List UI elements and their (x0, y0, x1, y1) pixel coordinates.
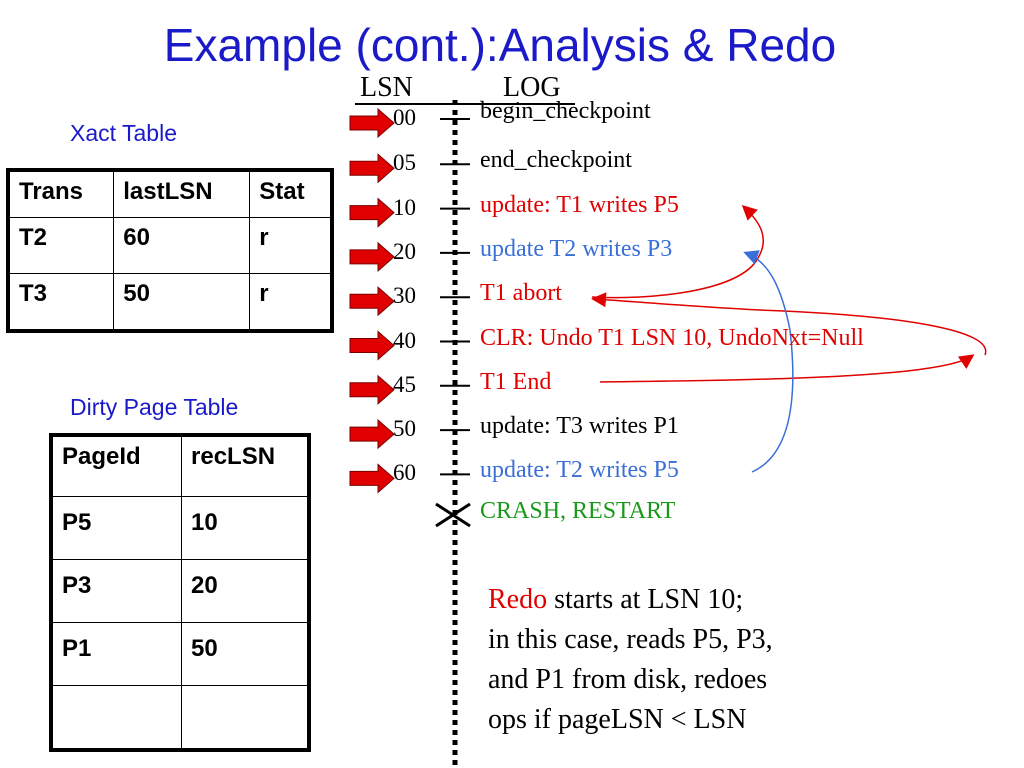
table-cell: 10 (181, 496, 308, 560)
redo-note: Redo starts at LSN 10; in this case, rea… (488, 580, 773, 740)
log-entry-text: end_checkpoint (480, 147, 632, 174)
page-title: Example (cont.):Analysis & Redo (163, 19, 837, 71)
table-row: T2 60 r (8, 217, 331, 274)
lsn-number: 05 (393, 150, 416, 176)
log-entry-text: T1 abort (480, 280, 562, 307)
xact-header-trans: Trans (8, 171, 115, 218)
dirty-page-table: PageId recLSN P5 10 P3 20 P1 50 (49, 433, 311, 752)
lsn-pointer-arrow (349, 330, 395, 361)
table-cell: r (249, 273, 331, 330)
table-row: T3 50 r (8, 273, 331, 330)
table-cell: P3 (52, 559, 182, 623)
log-entry-text: begin_checkpoint (480, 98, 651, 124)
lsn-pointer-arrow (349, 153, 395, 184)
pointer-arrows (349, 107, 395, 494)
timeline-ticks (440, 118, 470, 476)
crash-mark-line (435, 502, 471, 528)
table-cell (181, 685, 308, 749)
note-redo-highlight: Redo (488, 584, 548, 615)
note-line-4: ops if pageLSN < LSN (488, 704, 747, 735)
lsn-pointer-arrow (349, 241, 395, 273)
note-line-1: Redo starts at LSN 10; (488, 580, 773, 620)
lsn-pointer-arrow (349, 286, 395, 317)
lsn-number: 10 (393, 194, 416, 220)
dpt-header-pageid: PageId (52, 436, 182, 497)
lsn-pointer-arrow (349, 107, 395, 139)
dirty-page-table-label: Dirty Page Table (70, 394, 239, 420)
table-cell: 50 (113, 273, 251, 330)
log-entry-text: T1 End (480, 368, 552, 395)
lsn-pointer-arrow (349, 197, 395, 228)
lsn-pointer-arrow (349, 418, 395, 450)
xact-header-lastlsn: lastLSN (113, 171, 251, 218)
lsn-pointer-arrow (349, 374, 395, 405)
table-cell: T3 (8, 273, 115, 330)
log-entry-text: CLR: Undo T1 LSN 10, UndoNxt=Null (480, 324, 864, 351)
clr-to-abort-arrow (591, 292, 987, 356)
dpt-header-reclsn: recLSN (181, 436, 308, 497)
table-cell: P1 (52, 622, 182, 686)
log-header: LOG (503, 72, 561, 103)
lsn-number: 20 (393, 238, 416, 264)
end-to-clr-arrow (599, 354, 975, 383)
lsn-pointer-arrow (349, 463, 395, 494)
table-cell: 20 (181, 559, 308, 623)
table-cell: 50 (181, 622, 308, 686)
lsn-number: 45 (393, 371, 416, 397)
note-line-1-rest: starts at LSN 10; (547, 584, 744, 615)
note-line-3: and P1 from disk, redoes (488, 664, 768, 695)
log-entry-text: update T2 writes P3 (480, 235, 673, 262)
t2-prevlsn-arrow (743, 250, 794, 473)
xact-table: Trans lastLSN Stat T2 60 r T3 50 r (6, 168, 334, 333)
lsn-number: 50 (393, 416, 416, 442)
lsn-number: 30 (393, 283, 416, 309)
lsn-header: LSN (360, 72, 413, 103)
table-row: P1 50 (52, 622, 308, 686)
xact-table-label: Xact Table (70, 120, 177, 146)
lsn-number: 40 (393, 327, 416, 353)
table-cell: 60 (113, 217, 251, 274)
note-line-2: in this case, reads P5, P3, (488, 624, 773, 655)
lsn-number: 00 (393, 105, 416, 130)
log-entry-text: update: T2 writes P5 (480, 457, 679, 484)
table-row: P3 20 (52, 559, 308, 623)
log-entry-text: update: T3 writes P1 (480, 413, 679, 440)
table-row (52, 685, 308, 749)
crash-restart-text: CRASH, RESTART (480, 498, 676, 524)
table-row: P5 10 (52, 496, 308, 560)
log-entry-text: update: T1 writes P5 (480, 191, 679, 218)
lsn-number: 60 (393, 460, 416, 486)
abort-to-update-arrow (591, 204, 765, 299)
